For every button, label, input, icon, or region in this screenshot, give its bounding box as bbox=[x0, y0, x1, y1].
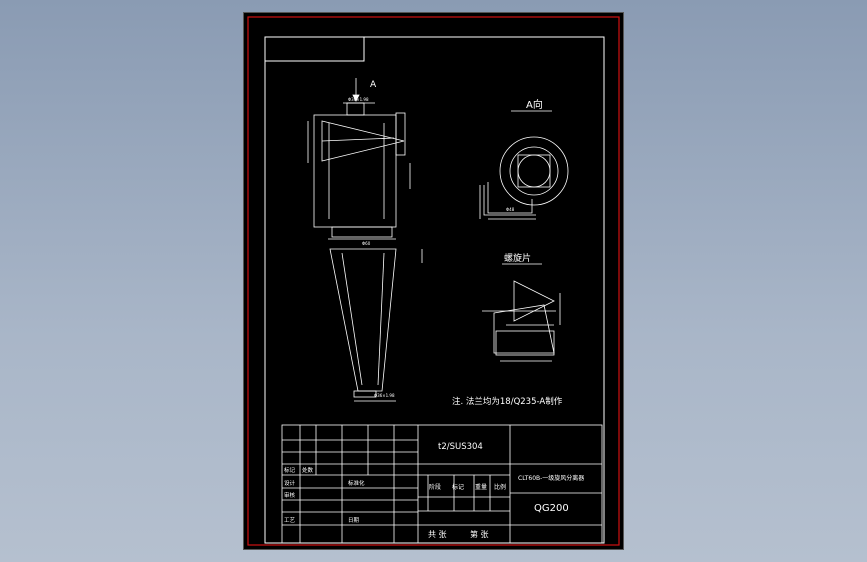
title-block-grid bbox=[281, 424, 603, 544]
row-date: 日期 bbox=[348, 517, 360, 524]
drawing-number: QG200 bbox=[534, 503, 569, 514]
col-scale: 比例 bbox=[494, 483, 506, 491]
corner-code-box bbox=[265, 37, 365, 62]
row-process: 工艺 bbox=[284, 517, 296, 524]
cyclone-front-view bbox=[307, 78, 423, 402]
sheet-total: 共 张 bbox=[428, 530, 447, 539]
col-weight: 重量 bbox=[475, 483, 487, 491]
dim-mid: Φ60 bbox=[362, 241, 371, 246]
drawing-sheet: A A向 螺旋片 注. 法兰均为18/Q235-A制作 Φ36×1.98 Φ60… bbox=[244, 13, 623, 549]
spiral-plate-view bbox=[482, 263, 561, 362]
row-qty: 处数 bbox=[302, 466, 314, 474]
dim-bottom: Φ36×1.98 bbox=[374, 393, 395, 398]
dim-flange: Φ48 bbox=[506, 207, 515, 212]
outer-red-frame bbox=[247, 16, 620, 546]
row-mark: 标记 bbox=[284, 466, 296, 474]
sheet-number: 第 张 bbox=[470, 529, 489, 539]
view-arrow-label: A bbox=[370, 80, 377, 90]
dim-top: Φ36×1.98 bbox=[348, 97, 369, 102]
col-stage: 阶段 bbox=[429, 483, 441, 491]
cad-drawing: A A向 螺旋片 注. 法兰均为18/Q235-A制作 Φ36×1.98 Φ60… bbox=[247, 16, 620, 546]
material-label: t2/SUS304 bbox=[438, 442, 483, 452]
col-mark: 标记 bbox=[452, 483, 464, 491]
spiral-plate-title: 螺旋片 bbox=[504, 252, 531, 264]
row-std: 标准化 bbox=[348, 479, 365, 487]
part-name: CLT60B-一级旋风分离器 bbox=[518, 474, 584, 482]
row-check: 审核 bbox=[284, 491, 296, 499]
fabrication-note: 注. 法兰均为18/Q235-A制作 bbox=[452, 396, 563, 407]
view-a-title: A向 bbox=[526, 98, 543, 111]
view-a-flange bbox=[479, 110, 569, 220]
row-design: 设计 bbox=[284, 479, 296, 487]
